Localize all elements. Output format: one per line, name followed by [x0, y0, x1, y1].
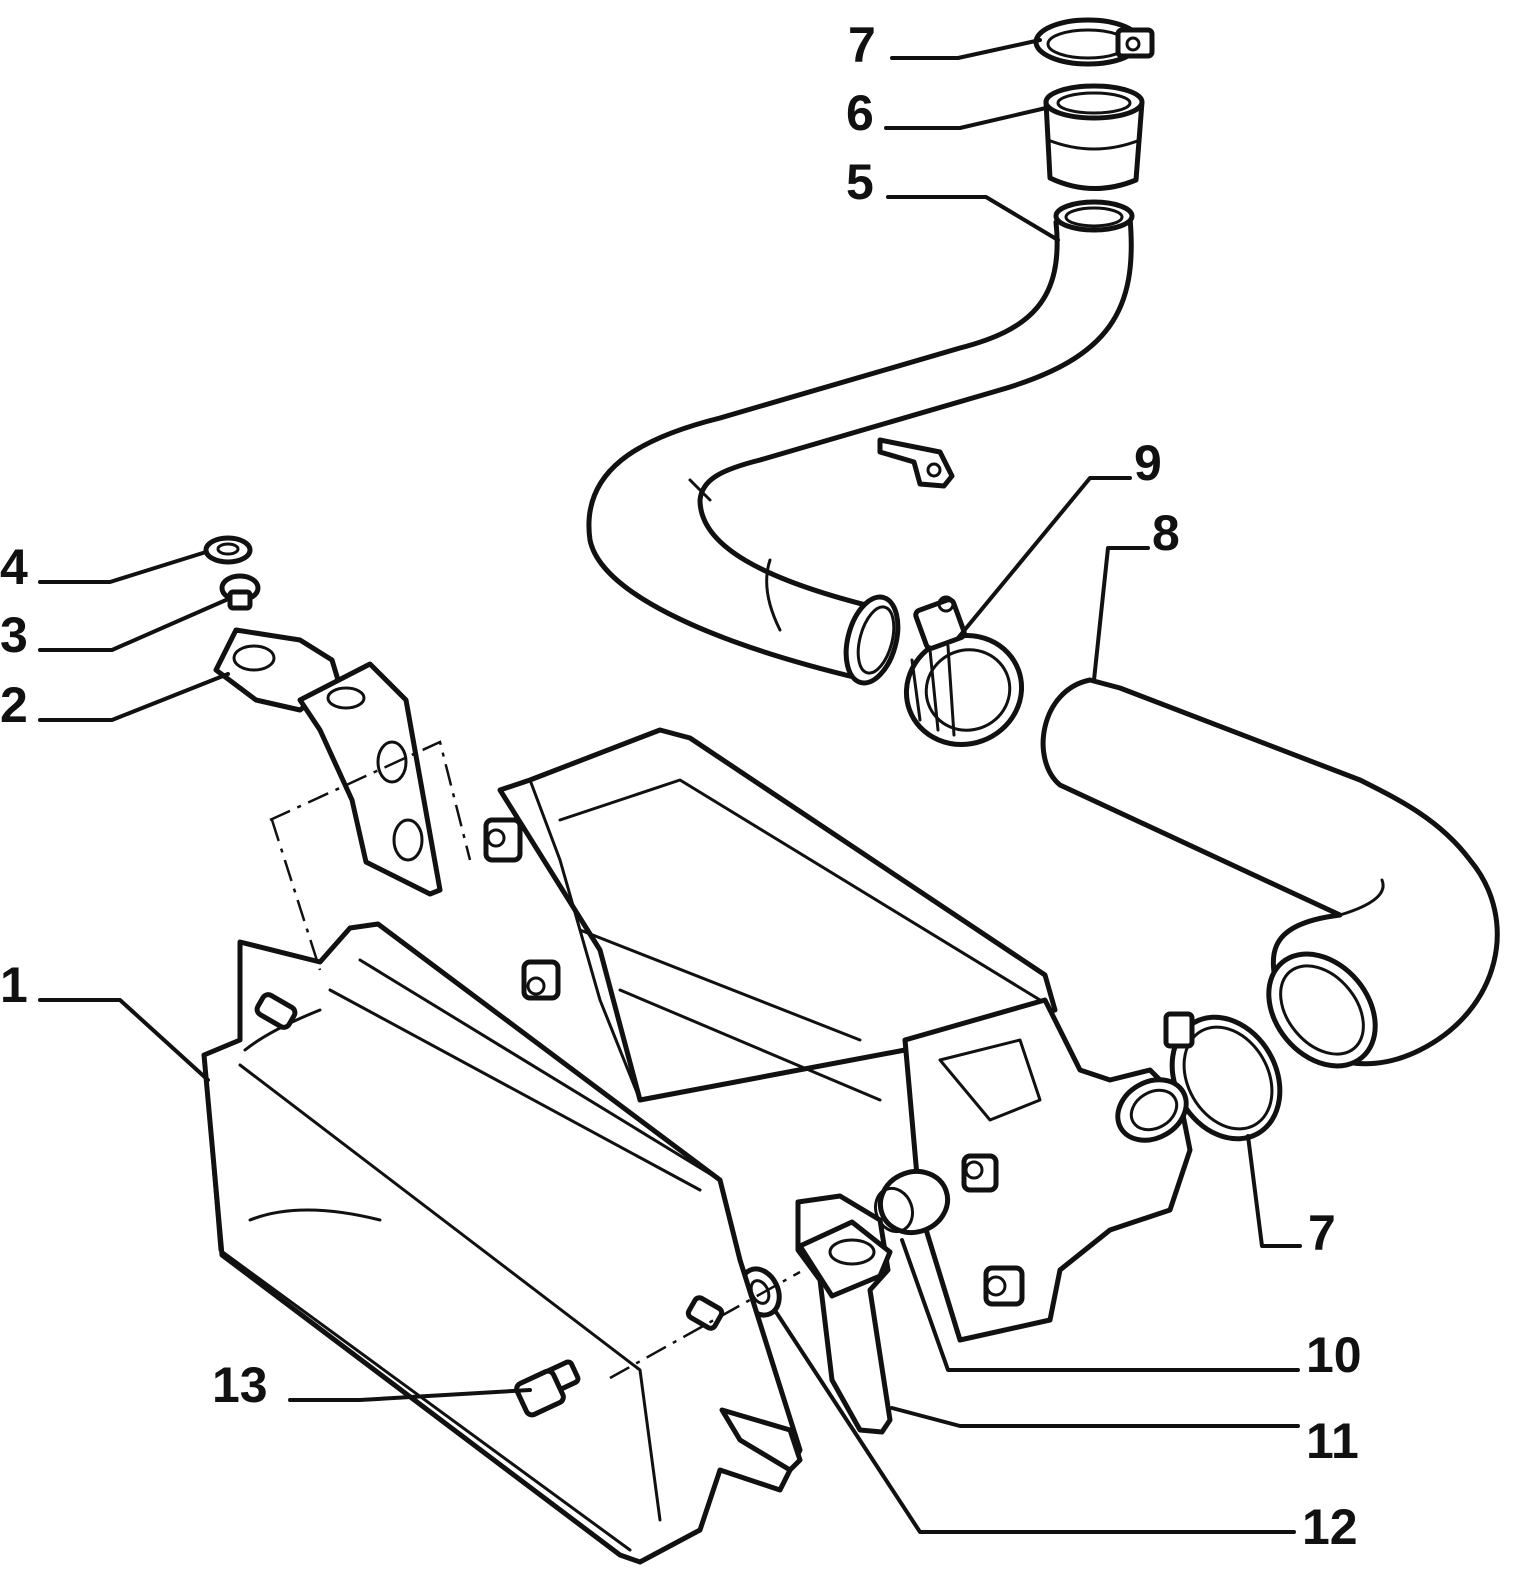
callout-4: 4 [0, 539, 28, 595]
callout-7-lower: 7 [1308, 1205, 1336, 1261]
callout-3: 3 [0, 607, 28, 663]
callout-10: 10 [1306, 1327, 1362, 1383]
assembly-line-bracket [269, 740, 472, 861]
callout-6: 6 [846, 85, 874, 141]
callout-8: 8 [1152, 505, 1180, 561]
part-2-upper-bracket [213, 627, 443, 897]
assembly-line-bolt [609, 1270, 801, 1380]
callout-11: 11 [1306, 1413, 1359, 1469]
callout-labels: 7 6 5 9 8 4 3 2 1 7 10 11 13 12 [0, 17, 1362, 1555]
part-1-air-duct [201, 921, 803, 1565]
part-7-top-clamp [1033, 17, 1155, 67]
part-13-bolt [514, 1359, 581, 1418]
assembly-line-duct [270, 819, 322, 971]
callout-2: 2 [0, 677, 28, 733]
part-4-washer [203, 535, 253, 565]
callout-1: 1 [0, 957, 28, 1013]
callout-12: 12 [1302, 1499, 1358, 1555]
part-9-clamp [903, 595, 1025, 747]
part-7-lower-clamp [1163, 1011, 1283, 1142]
callout-5: 5 [846, 154, 874, 210]
part-3-screw [219, 573, 261, 611]
leader-lines [38, 38, 1302, 1534]
intercooler-core [483, 727, 1193, 1343]
part-6-sleeve [1043, 83, 1145, 191]
callout-13: 13 [212, 1357, 268, 1413]
part-5-upper-hose [586, 199, 1135, 686]
part-8-lower-hose [1040, 677, 1500, 1069]
part-11-lower-bracket [795, 1193, 893, 1435]
part-10-grommet [873, 1169, 951, 1235]
callout-9: 9 [1134, 435, 1162, 491]
callout-7-top: 7 [848, 17, 876, 73]
